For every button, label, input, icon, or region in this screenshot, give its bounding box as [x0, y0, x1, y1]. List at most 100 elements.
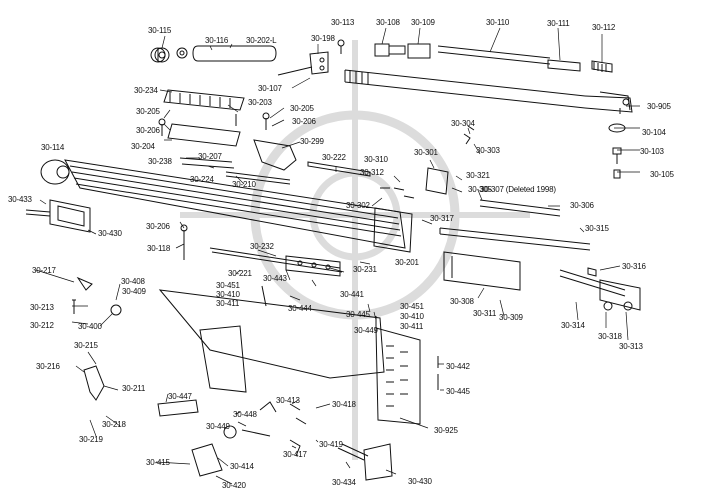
part-label: 30-410: [216, 290, 240, 299]
part-label: 30-104: [642, 128, 666, 137]
part-label: 30-449: [206, 422, 230, 431]
part-label: 30-445: [446, 387, 470, 396]
part-label: 30-316: [622, 262, 646, 271]
part-label: 30-419: [319, 440, 343, 449]
part-label: 30-210: [232, 180, 256, 189]
part-label: 30-206: [136, 126, 160, 135]
part-label: 30-213: [30, 303, 54, 312]
part-label: 30-308: [450, 297, 474, 306]
part-label: 30-449: [354, 326, 378, 335]
part-label: 30-417: [283, 450, 307, 459]
part-label: 30-218: [102, 420, 126, 429]
part-label: 30-414: [230, 462, 254, 471]
part-label: 30-216: [36, 362, 60, 371]
part-label: 30-434: [332, 478, 356, 487]
part-label: 30-215: [74, 341, 98, 350]
part-label: 30-310: [364, 155, 388, 164]
part-label: 30-313: [619, 342, 643, 351]
part-label: 30-306: [570, 201, 594, 210]
part-label: 30-411: [216, 299, 240, 308]
part-label: 30-206: [292, 117, 316, 126]
part-label: 30-206: [146, 222, 170, 231]
part-label: 30-442: [446, 362, 470, 371]
part-label: 30-205: [136, 107, 160, 116]
part-label: 30-301: [414, 148, 438, 157]
part-label: 30-400: [78, 322, 102, 331]
part-label: 30-221: [228, 269, 252, 278]
part-label: 30-318: [598, 332, 622, 341]
part-label: 30-198: [311, 34, 335, 43]
part-label: 30-420: [222, 481, 246, 490]
part-label: 30-202-L: [246, 36, 277, 45]
part-label: 30-430: [98, 229, 122, 238]
part-label: 30-304: [451, 119, 475, 128]
part-label: 30-309: [499, 313, 523, 322]
part-label: 30-109: [411, 18, 435, 27]
trigger-group: [25, 199, 439, 481]
part-label: 30-212: [30, 321, 54, 330]
part-label: 30-317: [430, 214, 454, 223]
part-label: 30-415: [146, 458, 170, 467]
part-label: 30-224: [190, 175, 214, 184]
part-label: 30-110: [486, 18, 510, 27]
part-label: 30-108: [376, 18, 400, 27]
part-label: 30-232: [250, 242, 274, 251]
part-label: 30-231: [353, 265, 377, 274]
part-label: 30-430: [408, 477, 432, 486]
part-label: 30-115: [148, 26, 172, 35]
part-label: 30-433: [8, 195, 32, 204]
part-label: 30-105: [650, 170, 674, 179]
part-label: 30-112: [592, 23, 616, 32]
part-label: 30-211: [122, 384, 146, 393]
part-label: 30-114: [41, 143, 65, 152]
receiver-body: [40, 89, 413, 253]
part-label: 30-219: [79, 435, 103, 444]
part-label: 30-321: [466, 171, 490, 180]
part-label: 30-314: [561, 321, 585, 330]
part-label: 30-222: [322, 153, 346, 162]
part-label: 30-312: [360, 168, 384, 177]
barrel-assembly: [150, 39, 633, 179]
part-label: 30-299: [300, 137, 324, 146]
part-label: 30-443: [263, 274, 287, 283]
part-label: 30-408: [121, 277, 145, 286]
part-label: 30-204: [131, 142, 155, 151]
part-label: 30-418: [332, 400, 356, 409]
part-label: 30-217: [32, 266, 56, 275]
part-label: 30-116: [205, 36, 229, 45]
part-label: 30-303: [476, 146, 500, 155]
part-label: 30-905: [647, 102, 671, 111]
part-label: 30-451: [216, 281, 240, 290]
part-label: 30-111: [547, 19, 570, 28]
bolt-assembly: [380, 125, 641, 311]
part-label: 30-451: [400, 302, 424, 311]
part-label: 30-445: [346, 310, 370, 319]
part-label: 30-311: [473, 309, 497, 318]
part-label: 30-203: [248, 98, 272, 107]
part-label: 30-925: [434, 426, 458, 435]
part-label: 30-307 (Deleted 1998): [480, 185, 556, 194]
part-label: 30-447: [168, 392, 192, 401]
part-label: 30-234: [134, 86, 158, 95]
part-label: 30-444: [288, 304, 312, 313]
part-label: 30-315: [585, 224, 609, 233]
part-label: 30-410: [400, 312, 424, 321]
part-label: 30-441: [340, 290, 364, 299]
part-label: 30-205: [290, 104, 314, 113]
leader-lines: [35, 27, 640, 485]
part-label: 30-107: [258, 84, 282, 93]
part-label: 30-409: [122, 287, 146, 296]
crosshair-scope-icon: [180, 40, 530, 460]
part-label: 30-302: [346, 201, 370, 210]
part-label: 30-201: [395, 258, 419, 267]
part-label: 30-411: [400, 322, 424, 331]
part-label: 30-305: [468, 185, 492, 194]
part-label: 30-207: [198, 152, 222, 161]
part-label: 30-113: [331, 18, 355, 27]
part-label: 30-103: [640, 147, 664, 156]
part-label: 30-238: [148, 157, 172, 166]
part-label: 30-118: [147, 244, 171, 253]
part-label: 30-413: [276, 396, 300, 405]
